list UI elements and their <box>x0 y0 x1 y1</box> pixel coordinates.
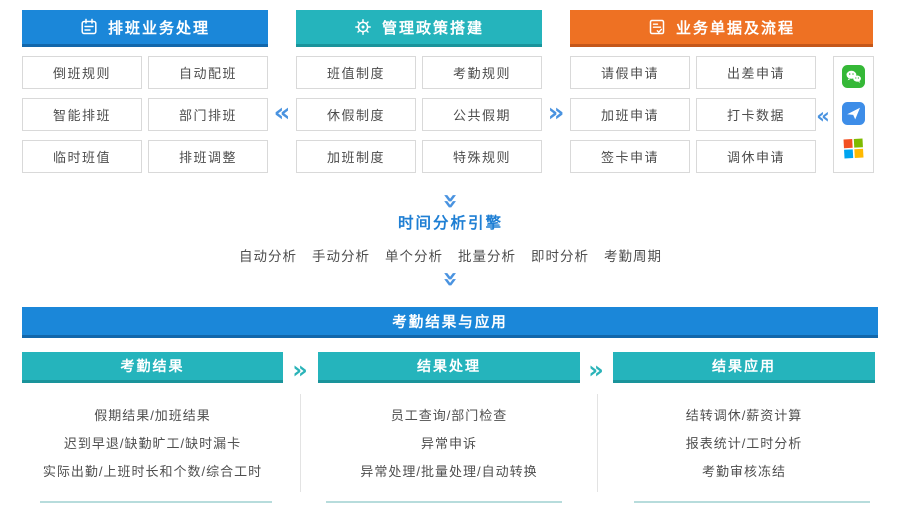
calendar-icon <box>80 18 98 36</box>
cutoff-box-top-edge <box>634 501 870 503</box>
analysis-modes-row: 自动分析 手动分析 单个分析 批量分析 即时分析 考勤周期 <box>0 245 901 265</box>
wechat-icon <box>842 65 865 93</box>
windows-icon <box>843 138 864 164</box>
gear-icon <box>354 18 372 36</box>
module-box: 调休申请 <box>696 140 816 173</box>
results-column-list: 假期结果/加班结果 迟到早退/缺勤旷工/缺时漏卡 实际出勤/上班时长和个数/综合… <box>22 402 283 486</box>
column-divider <box>300 394 301 492</box>
result-item: 实际出勤/上班时长和个数/综合工时 <box>42 464 263 479</box>
result-item: 考勤审核冻结 <box>701 464 786 479</box>
chevron-left-icon: « <box>273 98 291 128</box>
module-box: 加班制度 <box>296 140 416 173</box>
result-item: 员工查询/部门检查 <box>390 408 508 423</box>
module-box: 班值制度 <box>296 56 416 89</box>
chevron-left-icon: « <box>816 104 830 128</box>
analysis-mode: 考勤周期 <box>604 249 662 264</box>
module-box: 请假申请 <box>570 56 690 89</box>
cutoff-box-top-edge <box>326 501 562 503</box>
results-banner: 考勤结果与应用 <box>22 307 878 338</box>
group-header-scheduling: 排班业务处理 <box>22 10 268 47</box>
module-box: 部门排班 <box>148 98 268 131</box>
module-box: 出差申请 <box>696 56 816 89</box>
analysis-mode: 自动分析 <box>239 249 297 264</box>
module-box: 倒班规则 <box>22 56 142 89</box>
module-box: 休假制度 <box>296 98 416 131</box>
module-box: 签卡申请 <box>570 140 690 173</box>
result-item: 异常处理/批量处理/自动转换 <box>360 464 538 479</box>
group-title: 业务单据及流程 <box>675 19 795 37</box>
sub-banner-result-application: 结果应用 <box>613 352 875 383</box>
module-box: 临时班值 <box>22 140 142 173</box>
analysis-mode: 单个分析 <box>385 249 443 264</box>
result-item: 异常申诉 <box>420 436 477 451</box>
result-item: 迟到早退/缺勤旷工/缺时漏卡 <box>63 436 242 451</box>
module-box: 特殊规则 <box>422 140 542 173</box>
result-item: 报表统计/工时分析 <box>685 436 803 451</box>
paper-plane-app-icon <box>842 101 865 130</box>
result-item: 结转调休/薪资计算 <box>685 408 803 423</box>
chevron-down-icon: » <box>434 270 465 288</box>
chevron-right-icon: » <box>547 98 565 128</box>
module-box: 加班申请 <box>570 98 690 131</box>
group-title: 管理政策搭建 <box>381 19 484 37</box>
data-channels-box <box>833 56 874 173</box>
results-column-list: 员工查询/部门检查 异常申诉 异常处理/批量处理/自动转换 <box>318 402 580 486</box>
results-column-list: 结转调休/薪资计算 报表统计/工时分析 考勤审核冻结 <box>613 402 875 486</box>
analysis-mode: 即时分析 <box>531 249 589 264</box>
sub-banner-attendance-results: 考勤结果 <box>22 352 283 383</box>
chevron-right-icon: » <box>588 356 604 384</box>
group-title: 排班业务处理 <box>107 19 210 37</box>
module-box: 排班调整 <box>148 140 268 173</box>
column-divider <box>597 394 598 492</box>
cutoff-box-top-edge <box>40 501 272 503</box>
group-header-documents: 业务单据及流程 <box>570 10 873 47</box>
module-box: 打卡数据 <box>696 98 816 131</box>
module-box: 考勤规则 <box>422 56 542 89</box>
chevron-right-icon: » <box>292 356 308 384</box>
module-box: 公共假期 <box>422 98 542 131</box>
result-item: 假期结果/加班结果 <box>94 408 211 423</box>
analysis-mode: 手动分析 <box>312 249 370 264</box>
sub-banner-result-processing: 结果处理 <box>318 352 580 383</box>
analysis-mode: 批量分析 <box>458 249 516 264</box>
module-box: 自动配班 <box>148 56 268 89</box>
form-icon <box>648 18 666 36</box>
engine-title: 时间分析引擎 <box>397 215 503 232</box>
module-box: 智能排班 <box>22 98 142 131</box>
group-header-policy: 管理政策搭建 <box>296 10 542 47</box>
